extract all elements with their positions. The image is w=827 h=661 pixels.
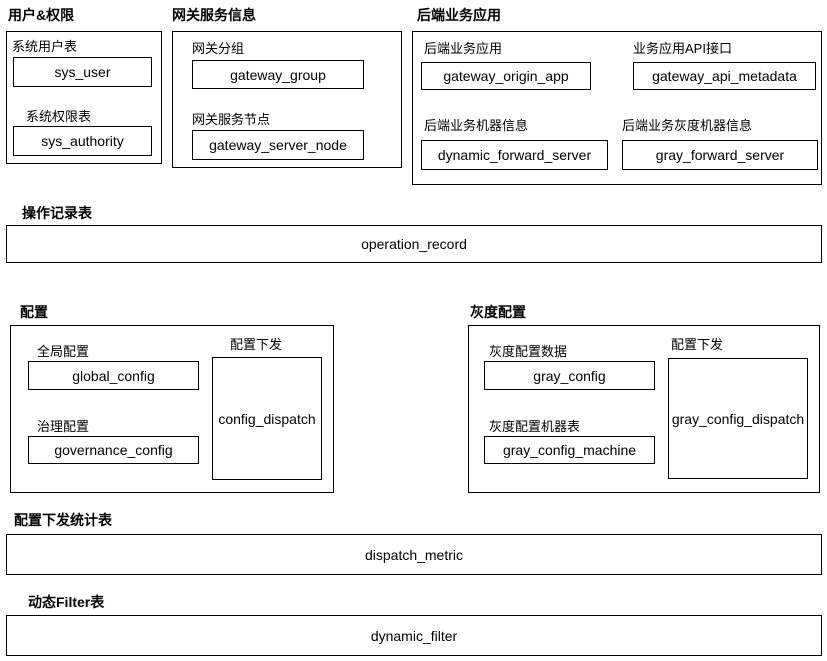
table-box-sys-authority: sys_authority xyxy=(13,126,152,156)
label-global-config: 全局配置 xyxy=(37,344,90,359)
section-title-backend-app: 后端业务应用 xyxy=(417,7,501,23)
group-box-gray-config xyxy=(468,325,820,493)
label-gateway-api-metadata: 业务应用API接口 xyxy=(633,41,732,56)
label-gateway-origin-app: 后端业务应用 xyxy=(424,41,503,56)
table-box-dynamic-filter: dynamic_filter xyxy=(6,615,822,656)
group-box-user-auth xyxy=(6,31,162,164)
label-gray-config-data: 灰度配置数据 xyxy=(489,344,568,359)
label-gray-forward-server: 后端业务灰度机器信息 xyxy=(622,118,753,133)
label-gateway-group: 网关分组 xyxy=(192,41,245,56)
label-dynamic-forward-server: 后端业务机器信息 xyxy=(424,118,529,133)
table-box-sys-user: sys_user xyxy=(13,57,152,87)
section-title-operation-record: 操作记录表 xyxy=(22,205,92,221)
table-box-operation-record: operation_record xyxy=(6,225,822,263)
group-box-config xyxy=(10,325,334,493)
label-config-dispatch: 配置下发 xyxy=(230,337,283,352)
table-box-gray-config: gray_config xyxy=(484,361,655,390)
label-governance-config: 治理配置 xyxy=(37,419,90,434)
section-title-user-auth: 用户&权限 xyxy=(8,7,75,23)
section-title-config: 配置 xyxy=(20,304,48,320)
table-box-gray-config-machine: gray_config_machine xyxy=(484,436,655,464)
table-box-gateway-server-node: gateway_server_node xyxy=(192,130,364,160)
table-box-gateway-origin-app: gateway_origin_app xyxy=(421,62,591,90)
group-box-gateway-service xyxy=(172,31,402,168)
table-box-dispatch-metric: dispatch_metric xyxy=(6,534,822,575)
section-title-gateway-service: 网关服务信息 xyxy=(172,7,256,23)
label-sys-authority-table: 系统权限表 xyxy=(26,109,92,124)
table-box-global-config: global_config xyxy=(28,361,199,390)
label-sys-user-table: 系统用户表 xyxy=(12,39,78,54)
section-title-dispatch-metric: 配置下发统计表 xyxy=(14,512,112,528)
table-box-gray-forward-server: gray_forward_server xyxy=(622,140,818,170)
label-gateway-server-node: 网关服务节点 xyxy=(192,112,271,127)
label-gray-config-machine: 灰度配置机器表 xyxy=(489,419,581,434)
section-title-gray-config: 灰度配置 xyxy=(470,304,526,320)
table-box-gray-config-dispatch: gray_config_dispatch xyxy=(668,358,808,479)
section-title-dynamic-filter: 动态Filter表 xyxy=(28,594,105,610)
table-box-gateway-group: gateway_group xyxy=(192,60,364,89)
table-box-config-dispatch: config_dispatch xyxy=(212,357,322,480)
label-gray-config-dispatch: 配置下发 xyxy=(671,337,724,352)
table-box-dynamic-forward-server: dynamic_forward_server xyxy=(421,140,608,170)
table-box-gateway-api-metadata: gateway_api_metadata xyxy=(633,62,816,90)
group-box-backend-app xyxy=(412,31,822,185)
table-box-governance-config: governance_config xyxy=(28,436,199,464)
